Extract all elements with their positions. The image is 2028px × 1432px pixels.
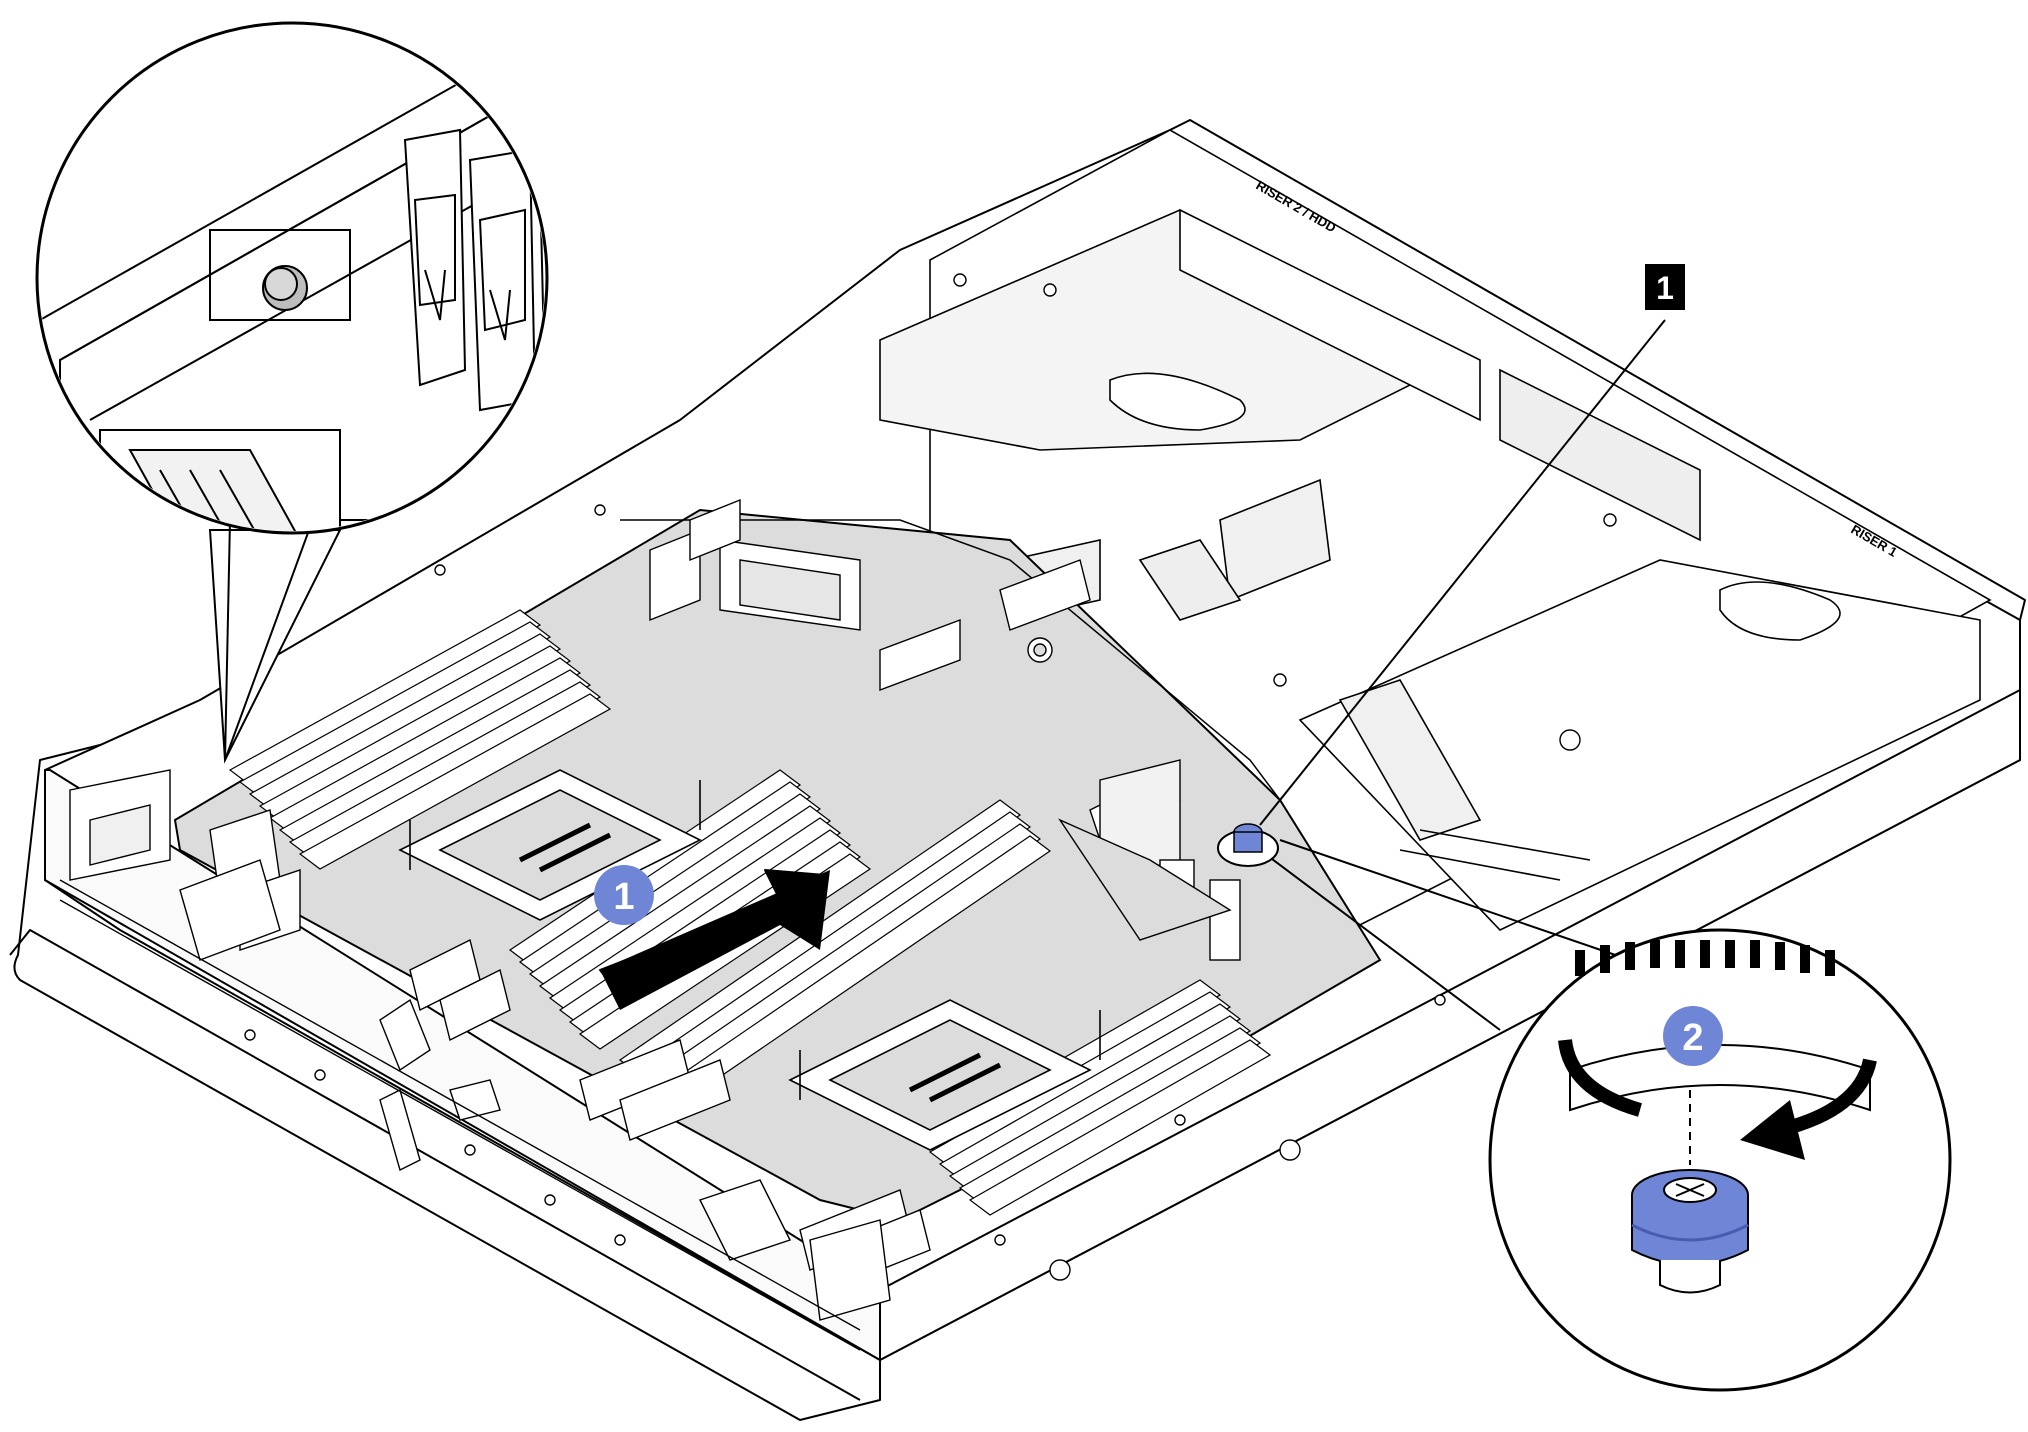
processor-socket-2 [788, 999, 1101, 1151]
chassis-holes [244, 273, 1617, 1281]
board-thumbscrew [1217, 823, 1279, 867]
processor-sockets [398, 769, 1101, 1151]
part-callout-leader [1259, 319, 1666, 826]
front-connectors [59, 769, 891, 1351]
part-callout-1-label: 1 [1656, 270, 1674, 306]
step-1-badge: 1 [594, 865, 654, 925]
processor-socket-1 [398, 769, 702, 921]
thumbscrew [1631, 1090, 1749, 1294]
step-2-badge: 2 [1663, 1006, 1723, 1066]
dimm-banks [228, 609, 1272, 1216]
push-direction-arrow-icon [599, 869, 830, 1010]
step-2-label: 2 [1682, 1017, 1703, 1059]
step-1-label: 1 [613, 876, 634, 918]
part-callout-1: 1 [1645, 264, 1685, 310]
dimm-bank-upper-left [228, 609, 612, 870]
magnifier-release-latch [35, 21, 549, 764]
magnifier-thumbscrew [1259, 839, 1952, 1392]
clockwise-rotation-icon [1558, 940, 1877, 1160]
